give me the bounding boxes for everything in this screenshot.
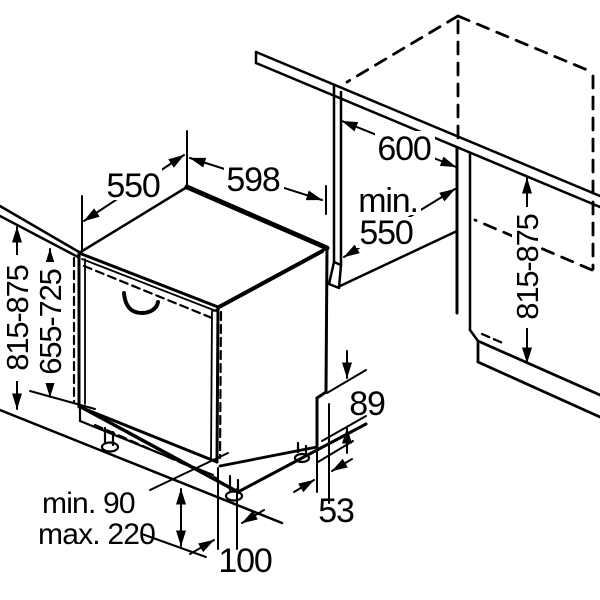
top-front-left-edge-inner [81, 258, 217, 312]
right-cabinet-panel [455, 146, 600, 419]
dim-niche-height: 815-875 [510, 177, 545, 364]
door-handle-recess [122, 291, 160, 315]
dim-plinth-height: min. 90 max. 220 [38, 452, 229, 558]
dim-550-label: 550 [106, 167, 159, 205]
adjustable-feet [100, 426, 311, 502]
dim-min550-prefix-label: min. [358, 182, 417, 220]
top-front-left-edge-outer [77, 251, 220, 309]
dim-53-label: 53 [318, 492, 354, 530]
dim-plinth-min-label: min. 90 [42, 487, 135, 520]
side-back-edge [324, 246, 329, 394]
dim-plinth-max-label: max. 220 [38, 518, 155, 551]
plinth-strip-bottom-edge [476, 360, 600, 419]
niche-top-right-edge [456, 14, 594, 74]
top-front-right-edge-inner [213, 251, 324, 312]
dim-niche-height-label: 815-875 [510, 214, 545, 319]
kitchen-niche [0, 14, 600, 419]
plinth-strip-dashed-back [480, 332, 507, 346]
dim-niche-depth: min. 550 [343, 182, 456, 258]
dim-100-label: 100 [218, 542, 271, 580]
base-front-bottom-edge [79, 405, 240, 494]
top-front-right-edge-outer [216, 246, 329, 309]
worktop-left-section-top [0, 204, 81, 254]
dim-rear-foot-inset: 53 [293, 403, 355, 530]
dim-598-label-mask [224, 161, 284, 194]
worktop-left-section-bottom [0, 214, 80, 259]
dim-appliance-height: 815-875 [0, 226, 35, 410]
furniture-door-dashed-top [82, 264, 214, 320]
dim-53-arrow-right [331, 458, 353, 472]
dim-min550-value-mask [356, 217, 417, 248]
dim-niche-width: 600 [341, 120, 457, 168]
left-panel-bottom-cap [327, 260, 343, 290]
dim-min550-prefix-mask [356, 185, 421, 215]
dim-100-arrow-right [241, 509, 265, 524]
dim-598-label: 598 [226, 161, 279, 199]
dim-600-label-mask [375, 131, 435, 164]
furniture-door-dashed-right [218, 310, 223, 460]
floor-line [0, 408, 284, 525]
dim-door-height-ext-line [29, 390, 96, 410]
dim-53-arrow-left [293, 479, 315, 493]
niche-top-left-edge [345, 14, 460, 84]
rear-foot [293, 441, 311, 464]
dim-top-depth: 550 [81, 130, 188, 253]
dim-550-label-mask [104, 166, 162, 200]
dim-front-foot-inset: 100 [189, 467, 273, 580]
dimension-annotations: 550 598 600 min. 550 815-875 [0, 120, 545, 580]
side-bottom-edge [218, 445, 319, 468]
dim-niche-height-mask [512, 207, 541, 328]
dim-89-tick-top [326, 369, 367, 394]
door-right-edge-outer [215, 305, 220, 464]
dim-door-height-label: 655-725 [33, 269, 68, 374]
door-bottom-edge [78, 405, 219, 464]
dim-600-label: 600 [377, 130, 430, 168]
plinth-strip-top-edge [476, 339, 600, 397]
door-right-edge-inner [210, 310, 213, 460]
dim-plinth-max-ref-line [141, 533, 207, 558]
dim-height-left-mask [2, 255, 31, 381]
dim-plinth-ext-line [149, 452, 229, 491]
worktop-front-edge-top [254, 50, 600, 198]
dim-rear-clearance: 89 [321, 350, 386, 454]
dishwasher-door-face [72, 251, 223, 464]
front-left-foot [100, 426, 120, 453]
dishwasher-top-face [77, 184, 330, 312]
dim-89-label: 89 [349, 385, 385, 423]
dim-door-height: 655-725 [29, 248, 96, 410]
dim-min550-value-label: 550 [359, 214, 412, 252]
rear-foot-base [293, 452, 311, 464]
dim-53-tick [317, 440, 354, 463]
dim-height-left-label: 815-875 [0, 265, 35, 370]
dim-door-height-mask [35, 262, 64, 383]
right-panel-toe-kick-notch [468, 328, 480, 343]
dim-top-width: 598 [189, 157, 327, 215]
front-left-foot-base [100, 441, 120, 453]
front-right-foot-base [224, 490, 244, 502]
side-rear-step-top [315, 390, 328, 400]
